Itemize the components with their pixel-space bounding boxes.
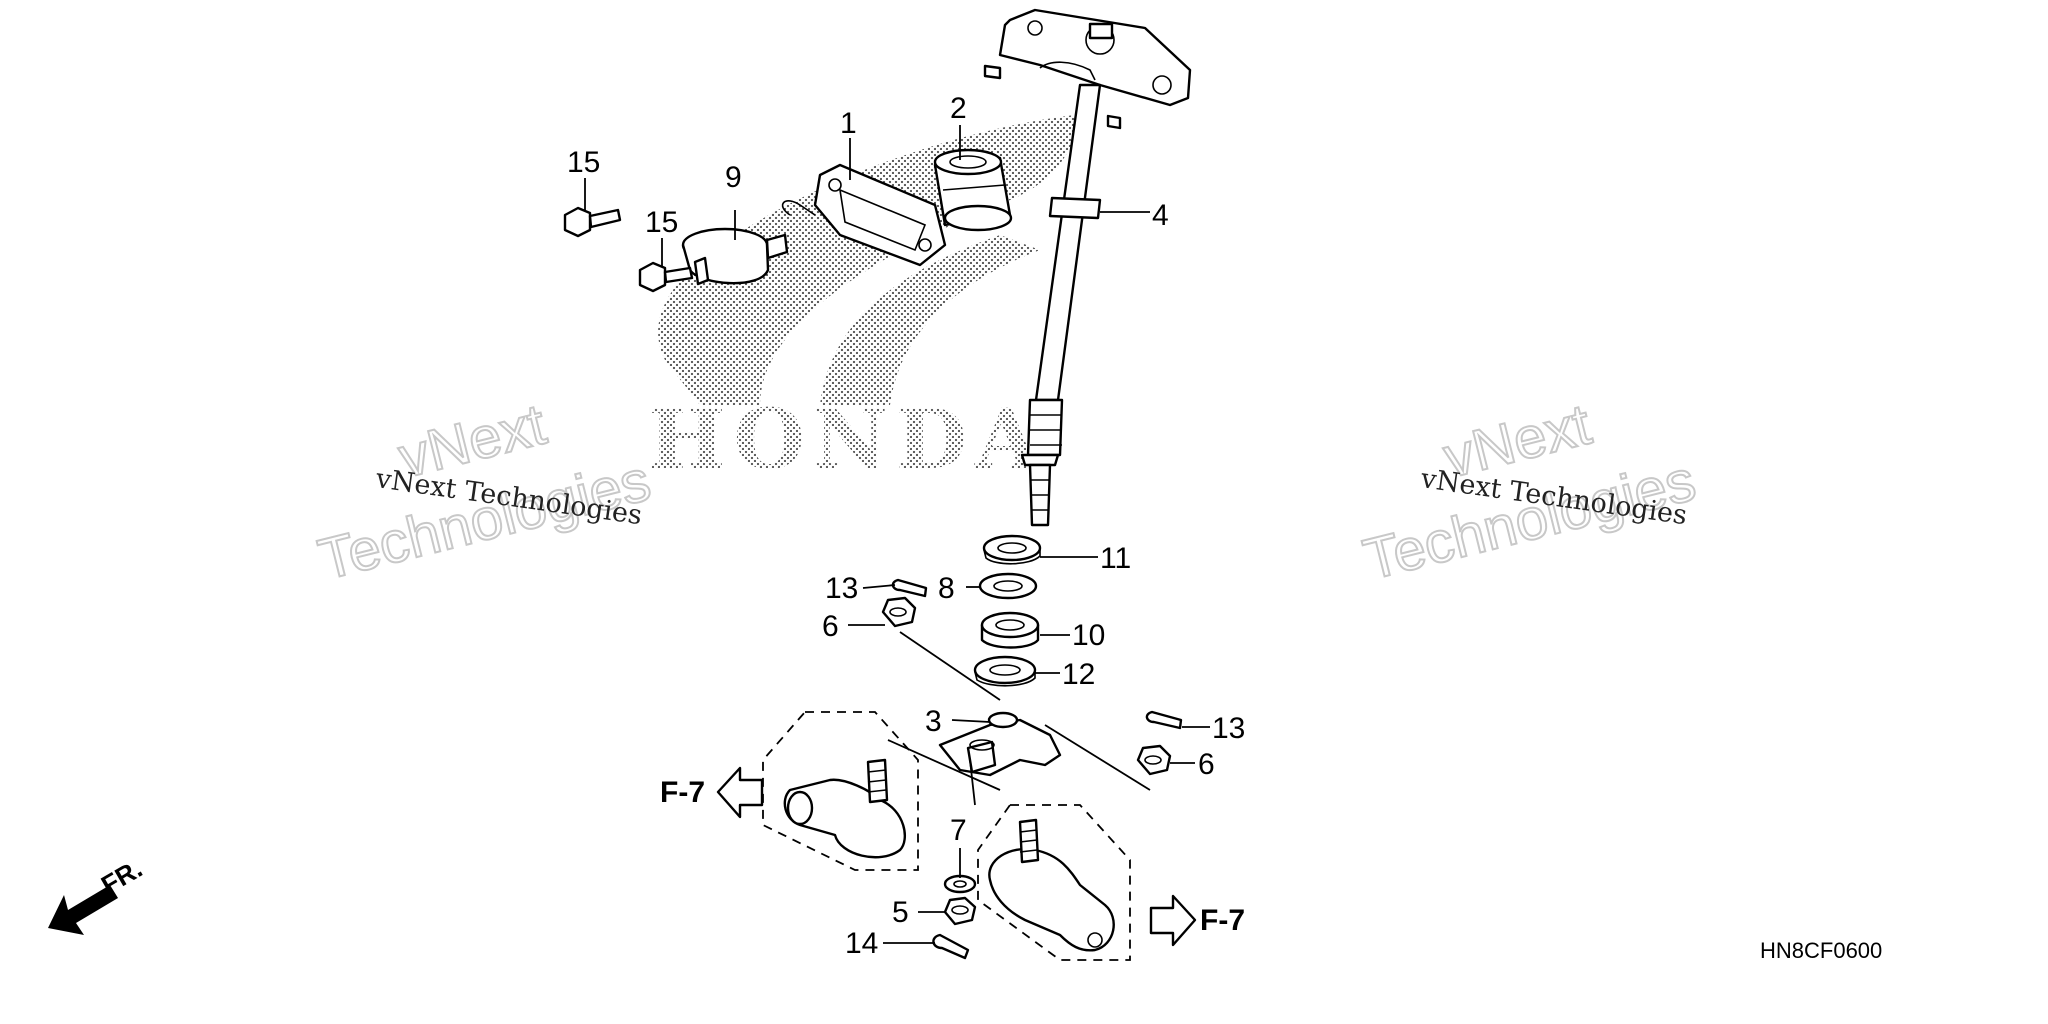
nut-6-right bbox=[1136, 744, 1172, 776]
reference-right-label: F-7 bbox=[1200, 904, 1245, 937]
callout-13-left: 13 bbox=[825, 572, 858, 605]
callout-3: 3 bbox=[925, 705, 942, 738]
shaft-bushing bbox=[933, 148, 1013, 232]
leader-lines bbox=[584, 125, 1210, 944]
callout-15-lower: 15 bbox=[645, 206, 678, 239]
callout-10: 10 bbox=[1072, 619, 1105, 652]
watermark-left: vNext Technologies vNext Technologies bbox=[311, 391, 657, 594]
washer-7 bbox=[943, 874, 977, 894]
diagram-code: HN8CF0600 bbox=[1760, 938, 1882, 963]
bearing-11 bbox=[982, 534, 1042, 565]
shaft-clamp bbox=[681, 227, 789, 286]
reference-left-label: F-7 bbox=[660, 776, 705, 809]
callout-7: 7 bbox=[950, 814, 967, 847]
bolt-upper bbox=[563, 206, 622, 238]
washer-8 bbox=[978, 572, 1038, 600]
callout-2: 2 bbox=[950, 92, 967, 125]
bolt-lower bbox=[638, 261, 694, 293]
callout-12: 12 bbox=[1062, 658, 1095, 691]
hollow-arrow-right-icon bbox=[1149, 894, 1197, 947]
connector-line bbox=[1044, 724, 1151, 791]
callout-6-left: 6 bbox=[822, 610, 839, 643]
tie-rod-end-left bbox=[762, 711, 919, 871]
callout-15-upper: 15 bbox=[567, 146, 600, 179]
callout-9: 9 bbox=[725, 161, 742, 194]
hollow-arrow-left-icon bbox=[716, 766, 764, 819]
seal-10 bbox=[980, 611, 1040, 649]
callout-6-right: 6 bbox=[1198, 748, 1215, 781]
pitman-arm bbox=[938, 711, 1062, 777]
bearing-12 bbox=[973, 655, 1037, 687]
watermark-right: vNext Technologies vNext Technologies bbox=[1356, 391, 1702, 594]
front-direction-marker: FR. bbox=[48, 853, 147, 935]
honda-logo-watermark: HONDA bbox=[648, 115, 1076, 488]
nut-5 bbox=[943, 896, 977, 926]
honda-logo-text: HONDA bbox=[648, 392, 1047, 488]
callout-14: 14 bbox=[845, 927, 878, 960]
callout-5: 5 bbox=[892, 896, 909, 929]
front-arrow-icon bbox=[48, 885, 118, 935]
reference-right: F-7 bbox=[1149, 894, 1245, 947]
callout-13-right: 13 bbox=[1212, 712, 1245, 745]
callout-4: 4 bbox=[1152, 199, 1169, 232]
callout-8: 8 bbox=[938, 572, 955, 605]
callout-11: 11 bbox=[1100, 542, 1131, 575]
callouts: 1 2 3 4 5 6 6 7 8 9 10 11 12 13 13 14 15… bbox=[567, 92, 1245, 960]
tie-rod-end-right bbox=[977, 804, 1131, 961]
shaft-holder bbox=[781, 163, 947, 267]
cotter-pin-13-right bbox=[1145, 710, 1183, 730]
callout-1: 1 bbox=[840, 107, 857, 140]
cotter-pin-14 bbox=[932, 933, 970, 960]
nut-6-left bbox=[881, 596, 917, 628]
cotter-pin-13-left bbox=[891, 578, 928, 598]
steering-shaft bbox=[983, 8, 1192, 527]
connector-line bbox=[969, 759, 976, 806]
reference-left: F-7 bbox=[660, 766, 764, 819]
connector-line bbox=[899, 631, 1001, 701]
connector-line bbox=[887, 739, 1001, 791]
